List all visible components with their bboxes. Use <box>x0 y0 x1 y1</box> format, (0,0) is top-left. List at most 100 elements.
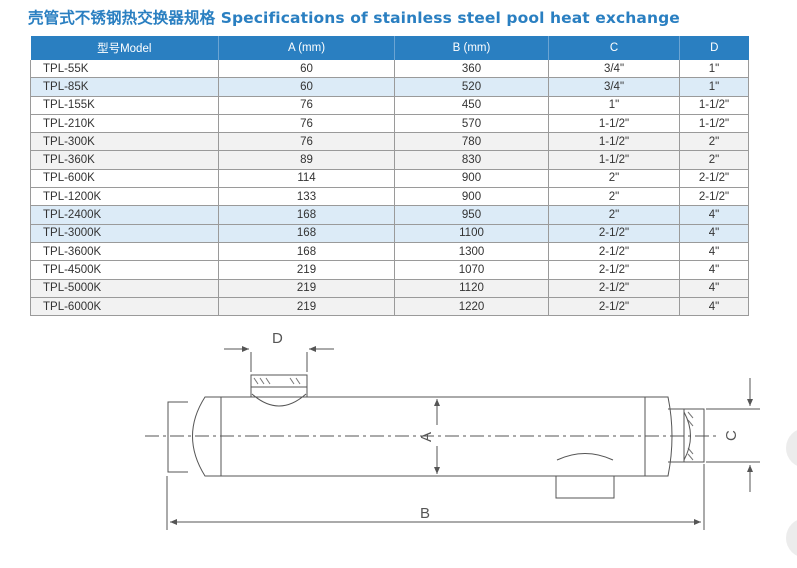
cell-a: 60 <box>218 60 395 79</box>
cell-a: 76 <box>218 96 395 115</box>
cell-d: 1-1/2" <box>679 114 749 134</box>
cell-d: 4" <box>679 297 749 317</box>
cell-model: TPL-3600K <box>30 242 219 262</box>
cell-d: 2" <box>679 132 749 152</box>
cell-a: 76 <box>218 114 395 134</box>
cell-b: 360 <box>394 60 549 79</box>
cell-c: 1-1/2" <box>548 114 680 134</box>
cell-a: 60 <box>218 77 395 97</box>
cell-b: 1070 <box>394 260 549 280</box>
label-c: C <box>723 430 740 441</box>
label-b: B <box>420 505 430 522</box>
shell-body <box>192 396 673 477</box>
cell-c: 2-1/2" <box>548 297 680 317</box>
bottom-nozzle <box>555 476 615 499</box>
cell-model: TPL-5000K <box>30 279 219 298</box>
cell-model: TPL-4500K <box>30 260 219 280</box>
cell-a: 168 <box>218 205 395 225</box>
cell-b: 570 <box>394 114 549 134</box>
label-d: D <box>272 330 283 347</box>
cell-a: 89 <box>218 150 395 170</box>
cell-b: 520 <box>394 77 549 97</box>
cell-a: 168 <box>218 224 395 243</box>
cell-c: 2" <box>548 169 680 189</box>
cell-model: TPL-210K <box>30 114 219 134</box>
cell-model: TPL-360K <box>30 150 219 170</box>
cell-d: 2" <box>679 150 749 170</box>
cell-a: 219 <box>218 279 395 298</box>
cell-c: 2" <box>548 205 680 225</box>
cell-d: 2-1/2" <box>679 169 749 189</box>
cell-model: TPL-6000K <box>30 297 219 317</box>
cell-c: 2-1/2" <box>548 224 680 243</box>
cell-model: TPL-155K <box>30 96 219 115</box>
cell-b: 900 <box>394 169 549 189</box>
cell-d: 4" <box>679 224 749 243</box>
cell-c: 3/4" <box>548 77 680 97</box>
cell-c: 1" <box>548 96 680 115</box>
cell-c: 1-1/2" <box>548 132 680 152</box>
cell-b: 950 <box>394 205 549 225</box>
left-nozzle <box>167 401 188 473</box>
cell-model: TPL-3000K <box>30 224 219 243</box>
side-decoration-top <box>786 428 797 468</box>
cell-d: 4" <box>679 279 749 298</box>
label-a: A <box>418 432 435 442</box>
cell-b: 900 <box>394 187 549 207</box>
cell-b: 830 <box>394 150 549 170</box>
cell-model: TPL-85K <box>30 77 219 97</box>
cell-d: 1" <box>679 60 749 79</box>
cell-a: 219 <box>218 260 395 280</box>
cell-b: 1300 <box>394 242 549 262</box>
cell-c: 1-1/2" <box>548 150 680 170</box>
cell-a: 114 <box>218 169 395 189</box>
cell-c: 3/4" <box>548 60 680 79</box>
cell-b: 450 <box>394 96 549 115</box>
cell-d: 4" <box>679 205 749 225</box>
table-header-row: 型号Model A (mm) B (mm) C D <box>30 36 749 60</box>
cell-a: 168 <box>218 242 395 262</box>
cell-model: TPL-300K <box>30 132 219 152</box>
cell-d: 1-1/2" <box>679 96 749 115</box>
cell-model: TPL-2400K <box>30 205 219 225</box>
top-nozzle <box>250 375 308 397</box>
cell-b: 780 <box>394 132 549 152</box>
header-a: A (mm) <box>218 36 395 60</box>
cell-c: 2-1/2" <box>548 242 680 262</box>
header-model: 型号Model <box>30 36 219 60</box>
cell-b: 1220 <box>394 297 549 317</box>
cell-b: 1120 <box>394 279 549 298</box>
cell-model: TPL-1200K <box>30 187 219 207</box>
side-decoration-bottom <box>786 518 797 558</box>
cell-c: 2-1/2" <box>548 260 680 280</box>
cell-a: 133 <box>218 187 395 207</box>
cell-c: 2" <box>548 187 680 207</box>
cell-model: TPL-600K <box>30 169 219 189</box>
cell-a: 76 <box>218 132 395 152</box>
header-c: C <box>548 36 680 60</box>
cell-model: TPL-55K <box>30 60 219 79</box>
cell-d: 2-1/2" <box>679 187 749 207</box>
cell-d: 4" <box>679 260 749 280</box>
cell-c: 2-1/2" <box>548 279 680 298</box>
cell-d: 1" <box>679 77 749 97</box>
cell-b: 1100 <box>394 224 549 243</box>
header-d: D <box>679 36 749 60</box>
header-b: B (mm) <box>394 36 549 60</box>
